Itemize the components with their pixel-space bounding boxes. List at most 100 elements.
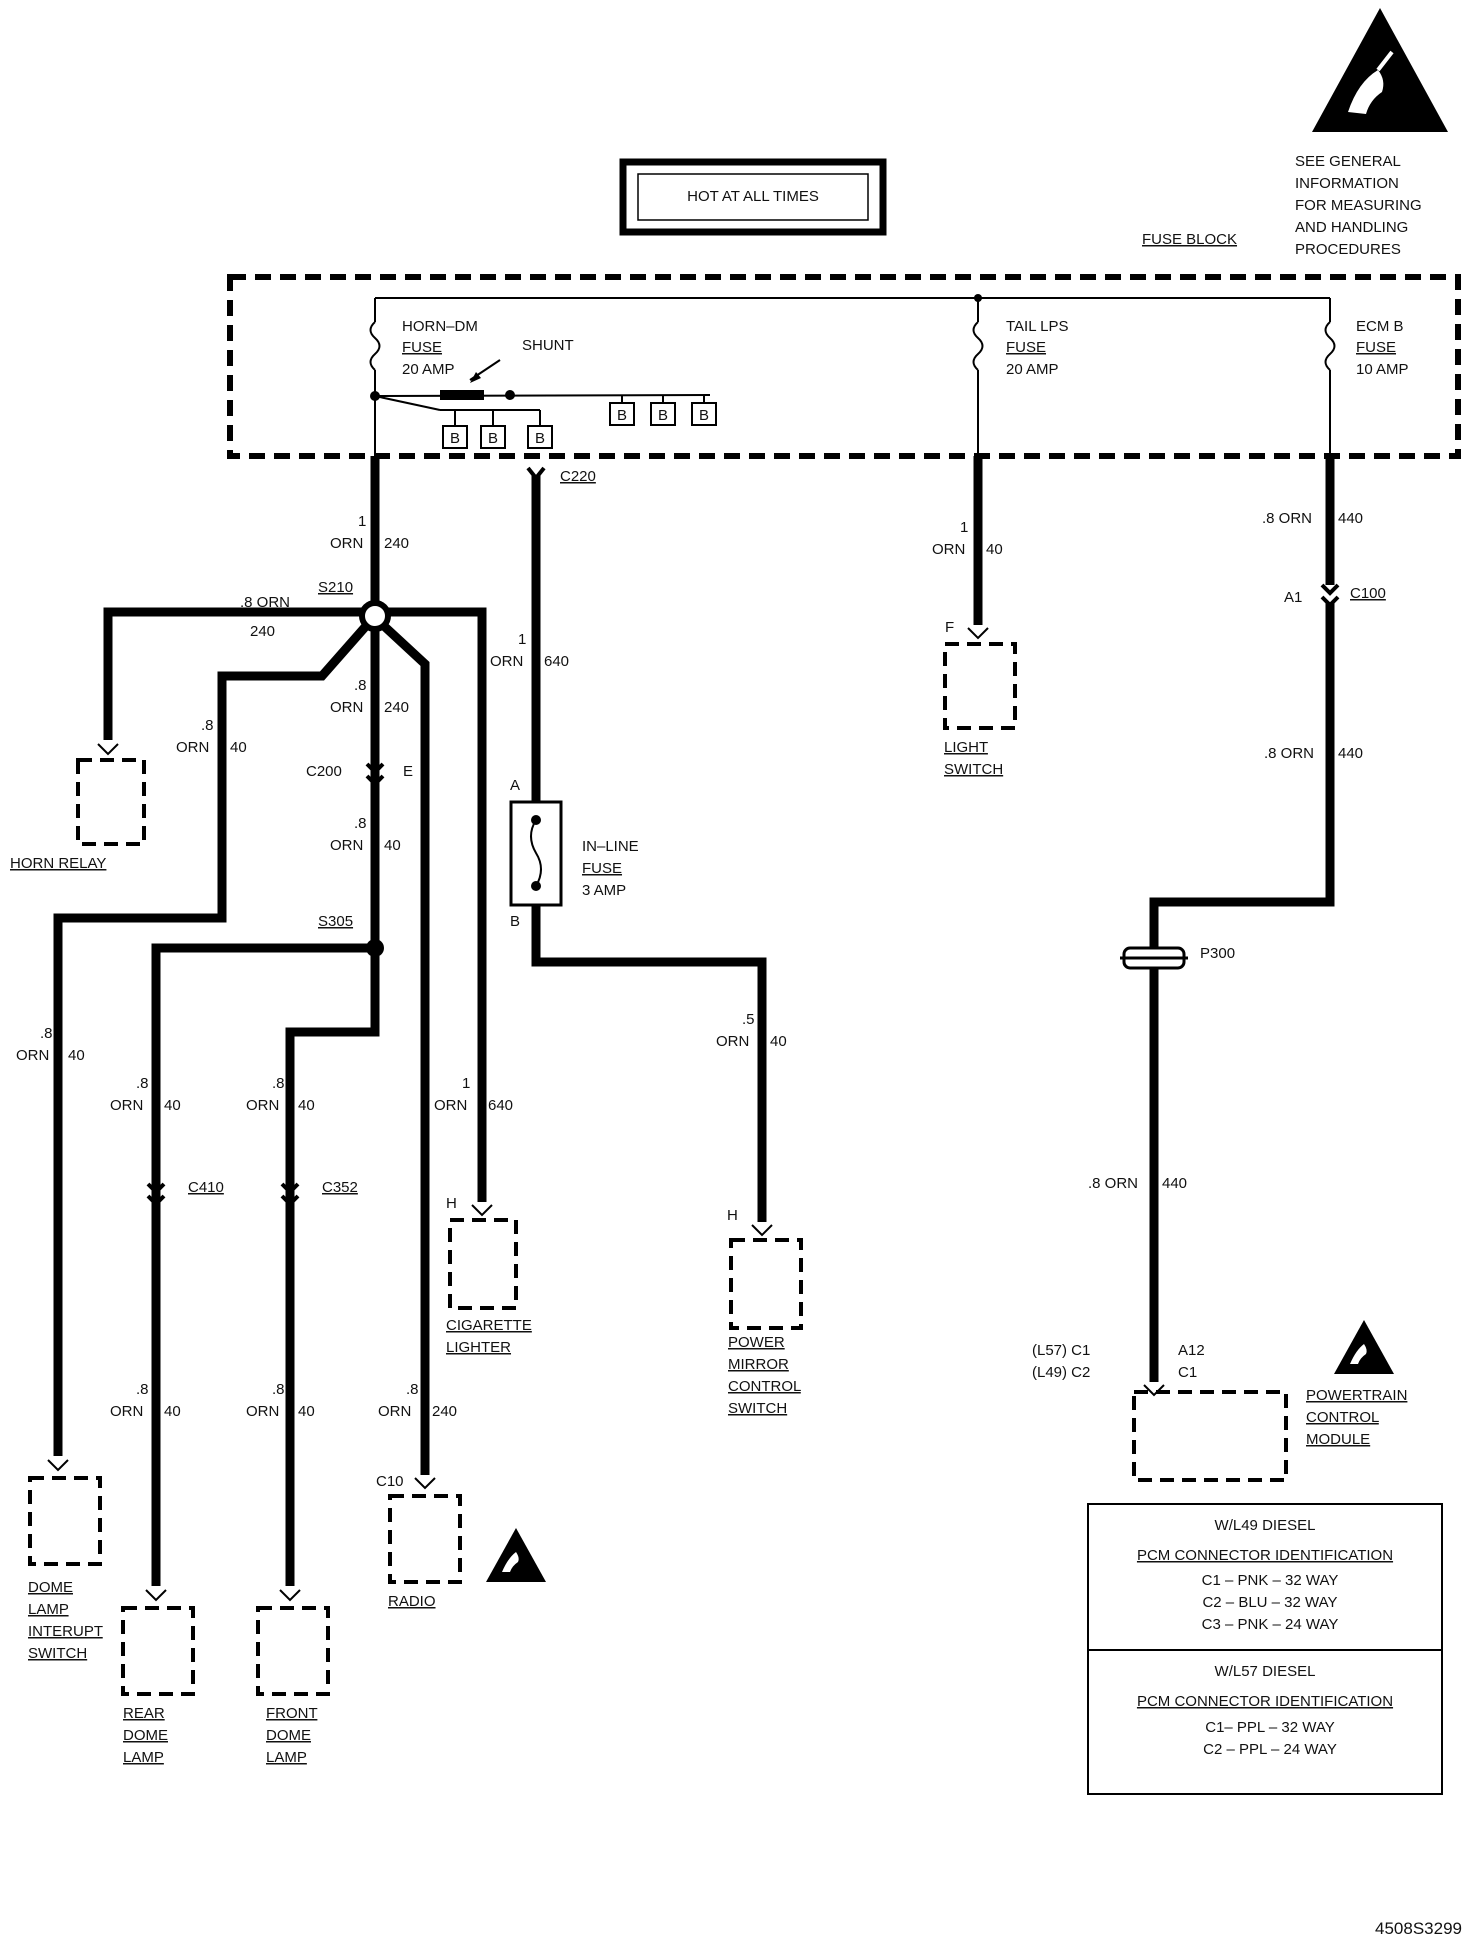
svg-text:ORN: ORN	[434, 1097, 467, 1114]
pcm-connector-table: W/L49 DIESEL PCM CONNECTOR IDENTIFICATIO…	[1087, 1503, 1443, 1795]
svg-text:H: H	[446, 1195, 457, 1212]
svg-text:C2 – PPL – 24 WAY: C2 – PPL – 24 WAY	[1203, 1741, 1337, 1758]
svg-text:PCM CONNECTOR IDENTIFICATION: PCM CONNECTOR IDENTIFICATION	[1137, 1693, 1393, 1710]
svg-text:.8: .8	[136, 1075, 149, 1092]
svg-text:.8 ORN: .8 ORN	[1264, 745, 1314, 762]
svg-text:C100: C100	[1350, 585, 1386, 602]
pcm-box	[1132, 1384, 1288, 1482]
svg-text:.8 ORN: .8 ORN	[240, 594, 290, 611]
svg-text:ORN: ORN	[110, 1403, 143, 1420]
wire-horn-relay	[103, 607, 362, 740]
fuse-horn	[369, 298, 381, 396]
fuse-tail	[972, 298, 984, 456]
svg-text:.5: .5	[742, 1011, 755, 1028]
wire-40-rear-dome	[151, 943, 370, 1586]
svg-text:B: B	[488, 430, 498, 447]
svg-text:B: B	[450, 430, 460, 447]
light-switch-label: LIGHT SWITCH	[944, 739, 1003, 778]
svg-text:ORN: ORN	[490, 653, 523, 670]
svg-text:C3 – PNK – 24 WAY: C3 – PNK – 24 WAY	[1202, 1616, 1339, 1633]
svg-text:C2 – BLU – 32 WAY: C2 – BLU – 32 WAY	[1202, 1594, 1337, 1611]
svg-text:C1– PPL – 32 WAY: C1– PPL – 32 WAY	[1205, 1719, 1335, 1736]
horn-fuse-label: HORN–DM FUSE 20 AMP	[402, 318, 482, 378]
light-switch-box	[943, 627, 1017, 730]
pcm-label: POWERTRAIN CONTROL MODULE	[1306, 1387, 1412, 1448]
ecm-fuse-label: ECM B FUSE 10 AMP	[1356, 318, 1409, 378]
svg-text:40: 40	[384, 837, 401, 854]
svg-text:E: E	[403, 763, 413, 780]
svg-text:1: 1	[960, 519, 968, 536]
svg-text:.8: .8	[406, 1381, 419, 1398]
mirror-switch-box	[729, 1224, 803, 1330]
svg-text:B: B	[510, 913, 520, 930]
svg-text:.8: .8	[272, 1381, 285, 1398]
inline-fuse	[509, 800, 563, 907]
svg-text:ORN: ORN	[932, 541, 965, 558]
svg-text:ORN: ORN	[330, 699, 363, 716]
esd-note: SEE GENERAL INFORMATION FOR MEASURING AN…	[1295, 153, 1426, 258]
connector-p300	[1120, 946, 1188, 970]
svg-text:40: 40	[164, 1097, 181, 1114]
svg-text:240: 240	[432, 1403, 457, 1420]
svg-text:C10: C10	[376, 1473, 404, 1490]
svg-text:ORN: ORN	[16, 1047, 49, 1064]
wire-labels: 1 ORN 240 S210 .8 ORN 240 .8 ORN 40 .8 ORN…	[16, 468, 1386, 1490]
svg-text:H: H	[727, 1207, 738, 1224]
svg-text:1: 1	[518, 631, 526, 648]
svg-text:440: 440	[1338, 510, 1363, 527]
fuse-block-label: FUSE BLOCK	[1142, 231, 1237, 248]
radio-box	[388, 1477, 462, 1584]
dome-interrupt-box	[28, 1459, 102, 1566]
tail-fuse-label: TAIL LPS FUSE 20 AMP	[1006, 318, 1073, 378]
b-terminals: B B B B B B	[442, 395, 717, 449]
wire-440-b	[1149, 602, 1335, 948]
rear-dome-box	[121, 1589, 195, 1696]
cigarette-lighter-box	[448, 1204, 518, 1310]
wire-40-front-dome	[285, 956, 380, 1586]
svg-text:C1 – PNK – 32 WAY: C1 – PNK – 32 WAY	[1202, 1572, 1339, 1589]
svg-text:ORN: ORN	[716, 1033, 749, 1050]
front-dome-box	[256, 1589, 330, 1696]
svg-text:.8: .8	[354, 815, 367, 832]
svg-text:440: 440	[1338, 745, 1363, 762]
fuse-block-border	[227, 274, 1461, 459]
svg-text:C1: C1	[1178, 1364, 1197, 1381]
svg-text:ORN: ORN	[330, 535, 363, 552]
rear-dome-label: REAR DOME LAMP	[123, 1705, 172, 1766]
wire-240-radio	[380, 622, 430, 1475]
radio-label: RADIO	[388, 1593, 436, 1610]
svg-text:1: 1	[462, 1075, 470, 1092]
svg-text:C352: C352	[322, 1179, 358, 1196]
hot-box-inner	[637, 173, 869, 221]
wire-40-mirror	[531, 905, 767, 1222]
svg-text:S305: S305	[318, 913, 353, 930]
svg-text:40: 40	[770, 1033, 787, 1050]
svg-text:640: 640	[544, 653, 569, 670]
svg-text:40: 40	[298, 1403, 315, 1420]
horn-relay-box	[76, 743, 146, 846]
svg-text:ORN: ORN	[330, 837, 363, 854]
esd-warning-icon	[1312, 8, 1448, 132]
svg-text:.8: .8	[272, 1075, 285, 1092]
svg-text:.8 ORN: .8 ORN	[1262, 510, 1312, 527]
svg-text:(L57) C1: (L57) C1	[1032, 1342, 1090, 1359]
inline-fuse-label: IN–LINE FUSE 3 AMP	[582, 838, 643, 899]
svg-text:A: A	[510, 777, 520, 794]
pcm-esd-icon	[1334, 1320, 1394, 1374]
svg-text:S210: S210	[318, 579, 353, 596]
svg-text:P300: P300	[1200, 945, 1235, 962]
svg-text:40: 40	[298, 1097, 315, 1114]
conn-f: F	[945, 619, 954, 636]
svg-text:W/L57 DIESEL: W/L57 DIESEL	[1215, 1663, 1316, 1680]
svg-text:240: 240	[384, 535, 409, 552]
svg-text:PCM CONNECTOR IDENTIFICATION: PCM CONNECTOR IDENTIFICATION	[1137, 1547, 1393, 1564]
shunt-label: SHUNT	[522, 337, 574, 354]
svg-text:640: 640	[488, 1097, 513, 1114]
svg-text:B: B	[617, 407, 627, 424]
svg-text:W/L49 DIESEL: W/L49 DIESEL	[1215, 1517, 1316, 1534]
svg-text:.8: .8	[354, 677, 367, 694]
svg-text:ORN: ORN	[246, 1097, 279, 1114]
svg-text:40: 40	[68, 1047, 85, 1064]
wire-640-cig	[388, 607, 487, 1202]
